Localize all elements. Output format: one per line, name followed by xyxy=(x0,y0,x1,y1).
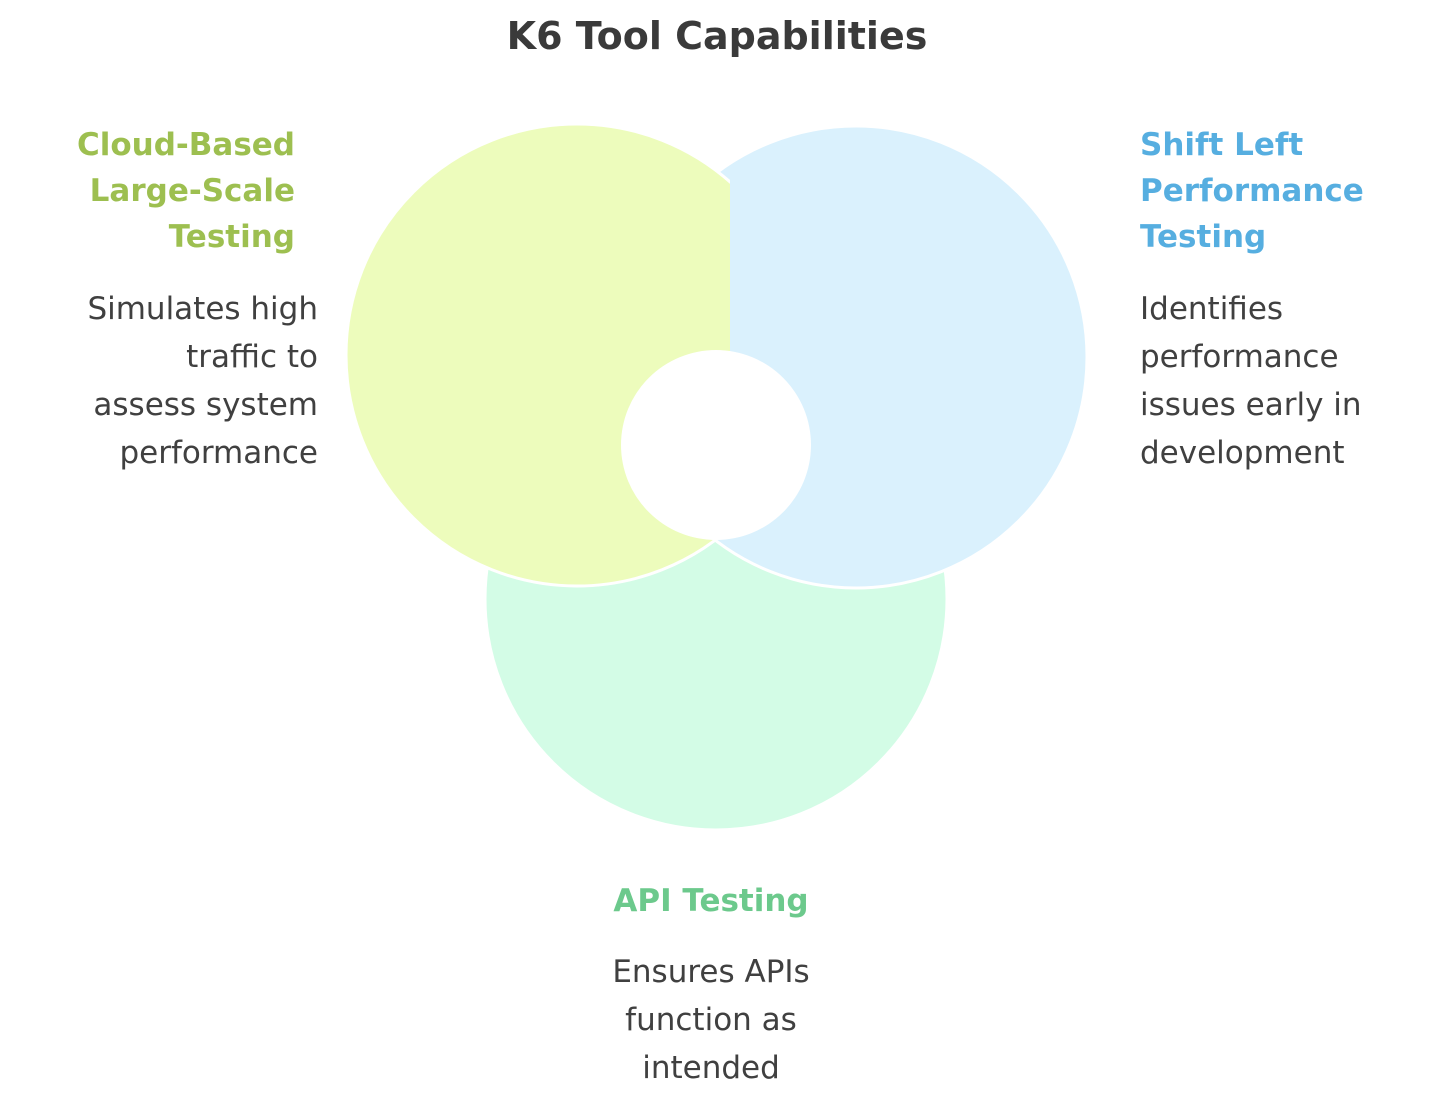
shift-description: Identifies performance issues early in d… xyxy=(1140,291,1362,471)
cloud-circle-overlap xyxy=(344,122,730,420)
api-description: Ensures APIs function as intended xyxy=(612,954,810,1086)
cloud-description: Simulates high traffic to assess system … xyxy=(87,291,318,471)
center-hole xyxy=(621,350,811,540)
shift-heading: Shift Left Performance Testing xyxy=(1140,127,1364,255)
diagram-title: K6 Tool Capabilities xyxy=(506,14,928,58)
api-heading: API Testing xyxy=(613,883,809,919)
cloud-heading: Cloud-Based Large-Scale Testing xyxy=(76,127,295,255)
